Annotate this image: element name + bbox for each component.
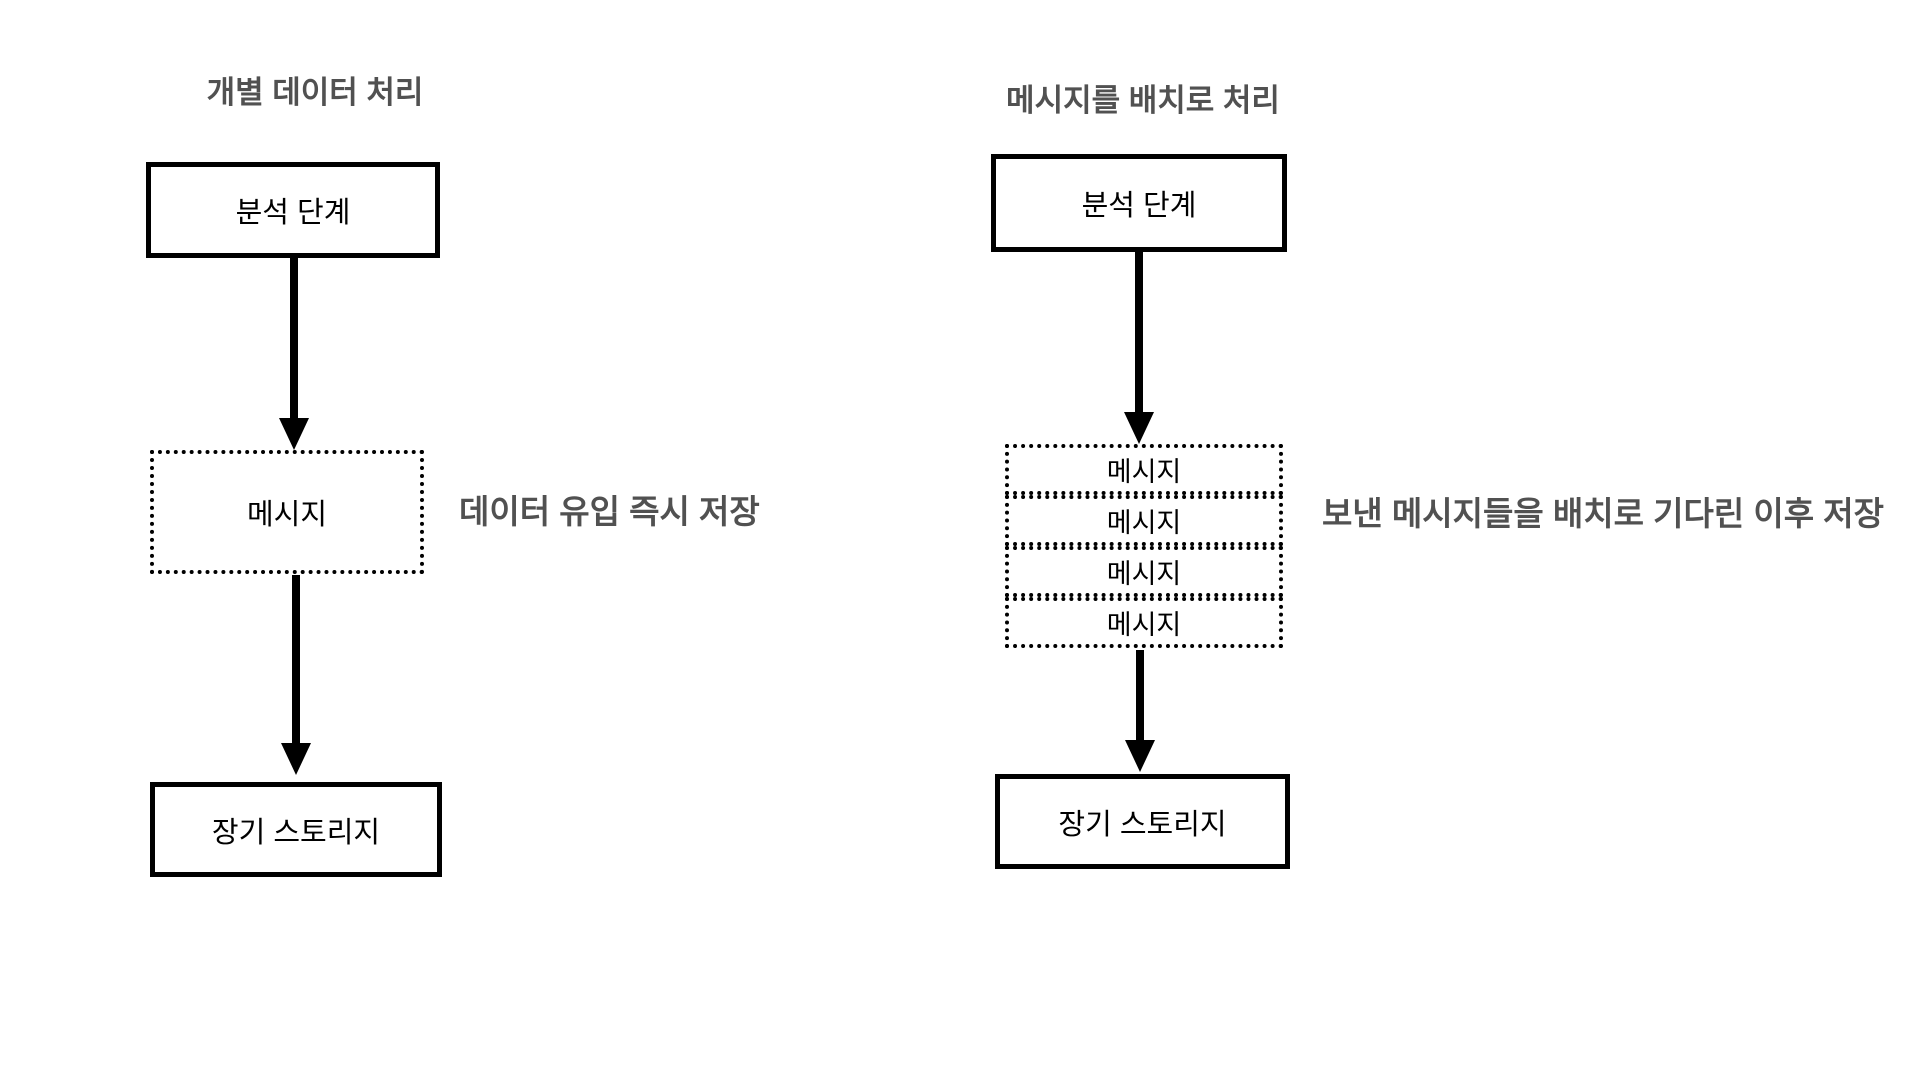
- right-message-row: 메시지: [1005, 546, 1283, 597]
- arrow-head-icon: [1125, 740, 1155, 772]
- right-storage-label: 장기 스토리지: [1058, 808, 1227, 841]
- right-storage-box: 장기 스토리지: [995, 774, 1290, 869]
- arrow-head-icon: [1124, 412, 1154, 444]
- right-message-label: 메시지: [1106, 508, 1182, 538]
- arrow-head-icon: [279, 418, 309, 450]
- left-storage-box: 장기 스토리지: [150, 782, 442, 877]
- arrow-head-icon: [281, 743, 311, 775]
- left-annotation: 데이터 유입 즉시 저장: [459, 493, 760, 530]
- right-message-label: 메시지: [1106, 610, 1182, 640]
- right-analysis-stage-box: 분석 단계: [991, 154, 1287, 252]
- right-message-row: 메시지: [1005, 444, 1283, 495]
- right-annotation: 보낸 메시지들을 배치로 기다린 이후 저장: [1322, 495, 1884, 532]
- arrow-shaft: [292, 575, 300, 743]
- right-analysis-stage-label: 분석 단계: [1081, 190, 1197, 222]
- left-storage-label: 장기 스토리지: [211, 816, 381, 849]
- arrow-shaft: [1135, 252, 1143, 412]
- arrow-shaft: [1136, 650, 1144, 740]
- left-message-box: 메시지: [150, 450, 424, 574]
- left-flow-title: 개별 데이터 처리: [206, 75, 424, 110]
- right-message-label: 메시지: [1106, 559, 1182, 589]
- left-analysis-stage-box: 분석 단계: [146, 162, 440, 258]
- right-message-row: 메시지: [1005, 495, 1283, 546]
- arrow-shaft: [290, 258, 298, 418]
- right-message-label: 메시지: [1106, 457, 1182, 487]
- right-message-row: 메시지: [1005, 597, 1283, 648]
- left-message-label: 메시지: [246, 499, 328, 531]
- right-flow-title: 메시지를 배치로 처리: [1006, 83, 1280, 118]
- left-analysis-stage-label: 분석 단계: [235, 197, 351, 229]
